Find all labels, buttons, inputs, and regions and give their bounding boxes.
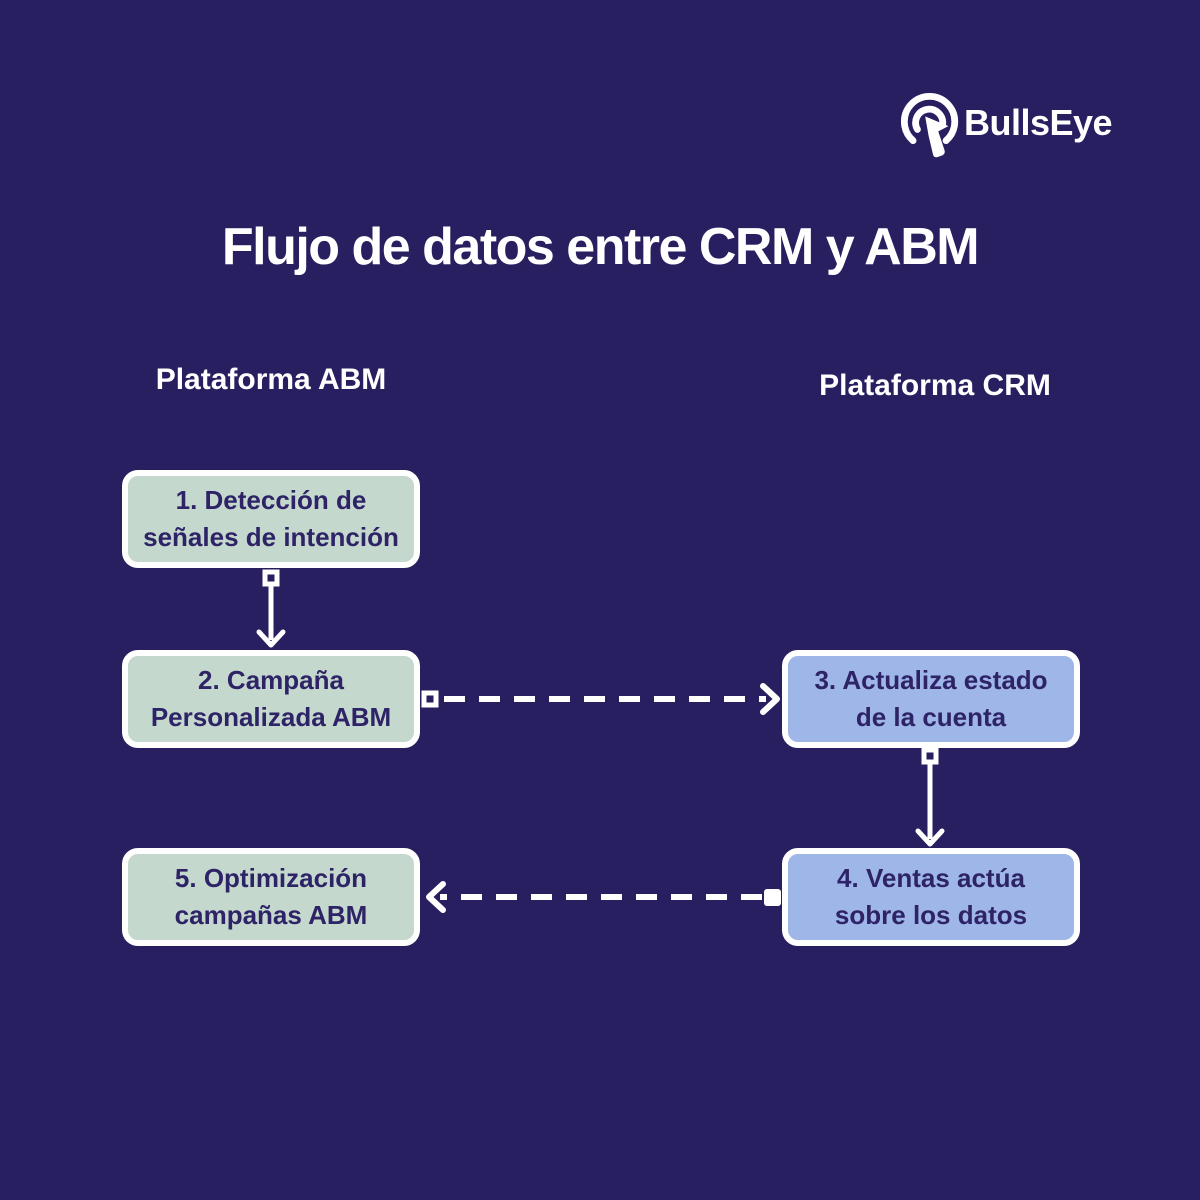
column-header-abm: Plataforma ABM <box>155 363 387 396</box>
flow-node-3-actualiza-estado: 3. Actualiza estado de la cuenta <box>782 650 1080 748</box>
node-line: 1. Detección de <box>175 485 367 515</box>
node-line: campañas ABM <box>174 900 368 930</box>
node-line: sobre los datos <box>834 900 1028 930</box>
flow-node-5-optimizacion-campanas: 5. Optimización campañas ABM <box>122 848 420 946</box>
arrowhead-down-icon <box>915 828 945 847</box>
bullseye-target-cursor-icon <box>901 93 959 158</box>
column-header-crm: Plataforma CRM <box>819 369 1051 402</box>
page-title: Flujo de datos entre CRM y ABM <box>221 218 980 276</box>
flow-node-2-campana-personalizada: 2. Campaña Personalizada ABM <box>122 650 420 748</box>
connector-square-node4-left <box>764 889 781 906</box>
node-line: 2. Campaña <box>198 665 344 695</box>
node-line: 4. Ventas actúa <box>837 863 1025 893</box>
edge-1-to-2-solid-arrow <box>256 569 286 648</box>
node-line: señales de intención <box>143 522 399 552</box>
node-line: de la cuenta <box>855 702 1007 732</box>
arrowhead-down-icon <box>256 629 286 648</box>
brand-name: BullsEye <box>964 102 1113 143</box>
connector-square-node3-bottom <box>921 747 939 765</box>
edge-2-to-3-dashed-arrow <box>421 683 780 715</box>
flow-node-4-ventas-actua: 4. Ventas actúa sobre los datos <box>782 848 1080 946</box>
brand-logo: BullsEye <box>900 92 1130 166</box>
node-line: 3. Actualiza estado <box>814 665 1048 695</box>
node-line: Personalizada ABM <box>150 702 392 732</box>
node-line: 5. Optimización <box>174 863 368 893</box>
connector-square-node2-right <box>421 690 439 708</box>
edge-3-to-4-solid-arrow <box>915 747 945 847</box>
arrowhead-left-icon <box>426 881 446 913</box>
flow-node-1-deteccion-senales: 1. Detección de señales de intención <box>122 470 420 568</box>
connector-square-node1-bottom <box>262 569 280 587</box>
arrowhead-right-icon <box>760 683 780 715</box>
edge-4-to-5-dashed-arrow <box>426 881 781 913</box>
